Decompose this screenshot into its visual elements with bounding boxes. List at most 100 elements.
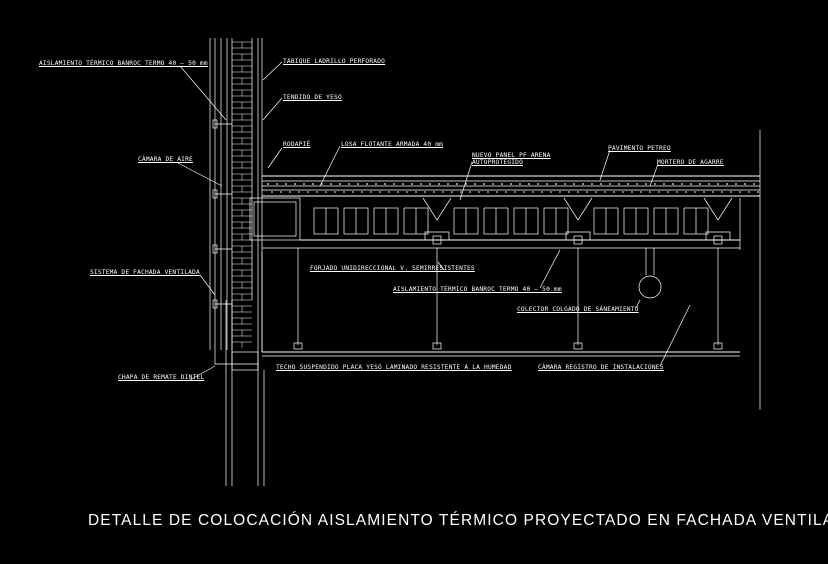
aggregate-dot — [568, 191, 570, 193]
label-camara-aire: CÁMARA DE AIRE — [138, 156, 193, 163]
aggregate-dot — [757, 191, 759, 193]
label-mortero: MORTERO DE AGARRE — [657, 159, 724, 166]
aggregate-dot — [514, 191, 516, 193]
joist-outline — [422, 197, 452, 221]
aggregate-dot — [636, 183, 638, 185]
leader — [649, 163, 659, 187]
edge-beam-inner — [253, 201, 297, 237]
joist-outline — [703, 197, 733, 221]
aggregate-dot — [348, 183, 350, 185]
aggregate-dot — [438, 183, 440, 185]
aggregate-dot — [276, 183, 278, 185]
aggregate-dot — [370, 191, 372, 193]
aggregate-dot — [505, 191, 507, 193]
label-aislamiento-top: AISLAMIENTO TÉRMICO BANROC TERMO 40 – 50… — [39, 60, 208, 67]
aggregate-dot — [415, 191, 417, 193]
aggregate-dot — [478, 191, 480, 193]
aggregate-dot — [600, 183, 602, 185]
label-panel-1: NUEVO PANEL PF ARENA — [472, 152, 551, 159]
aggregate-dot — [460, 191, 462, 193]
aggregate-dot — [672, 183, 674, 185]
leader — [319, 145, 341, 187]
hanger-clip — [713, 342, 723, 350]
joist-foot — [713, 235, 723, 245]
aggregate-dot — [334, 191, 336, 193]
aggregate-dot — [393, 183, 395, 185]
aggregate-dot — [685, 191, 687, 193]
aggregate-dot — [375, 183, 377, 185]
label-techo: TECHO SUSPENDIDO PLACA YESO LAMINADO RES… — [276, 364, 512, 371]
aggregate-dot — [298, 191, 300, 193]
leader — [175, 161, 223, 187]
leader — [189, 365, 216, 381]
aggregate-dot — [523, 191, 525, 193]
aggregate-dot — [640, 191, 642, 193]
aggregate-dot — [712, 191, 714, 193]
aggregate-dot — [289, 191, 291, 193]
aggregate-dot — [280, 191, 282, 193]
aggregate-dot — [528, 183, 530, 185]
aggregate-dot — [469, 191, 471, 193]
aggregate-dot — [325, 191, 327, 193]
aggregate-dot — [379, 191, 381, 193]
aggregate-dot — [676, 191, 678, 193]
aggregate-dot — [456, 183, 458, 185]
label-colector: COLECTOR COLGADO DE SANEAMIENTO — [517, 306, 639, 313]
aggregate-dot — [429, 183, 431, 185]
aggregate-dot — [501, 183, 503, 185]
leader — [267, 147, 283, 169]
aggregate-dot — [708, 183, 710, 185]
leader — [199, 274, 216, 296]
aggregate-dot — [699, 183, 701, 185]
aggregate-dot — [681, 183, 683, 185]
aggregate-dot — [411, 183, 413, 185]
aggregate-dot — [465, 183, 467, 185]
aggregate-dot — [303, 183, 305, 185]
label-pavimento: PAVIMENTO PETREO — [608, 145, 671, 152]
aggregate-dot — [307, 191, 309, 193]
aggregate-dot — [645, 183, 647, 185]
aggregate-dot — [420, 183, 422, 185]
aggregate-dot — [559, 191, 561, 193]
aggregate-dot — [582, 183, 584, 185]
aggregate-dot — [694, 191, 696, 193]
hanger-clip — [293, 342, 303, 350]
label-rodapie: RODAPIÉ — [283, 141, 311, 148]
edge-beam — [249, 197, 301, 241]
aggregate-dot — [730, 191, 732, 193]
hanger-clip — [432, 342, 442, 350]
label-sistema-fachada: SISTEMA DE FACHADA VENTILADA — [90, 269, 200, 276]
aggregate-dot — [631, 191, 633, 193]
joist-foot — [573, 235, 583, 245]
label-chapa: CHAPA DE REMATE DINTEL — [118, 374, 205, 381]
aggregate-dot — [397, 191, 399, 193]
label-panel-2: AUTOPROTEGIDO — [472, 159, 524, 166]
joist-base — [424, 231, 450, 240]
aggregate-dot — [555, 183, 557, 185]
aggregate-dot — [663, 183, 665, 185]
aggregate-dot — [609, 183, 611, 185]
label-forjado: FORJADO UNIDIRECCIONAL V. SEMIRRESISTENT… — [310, 265, 475, 272]
aggregate-dot — [703, 191, 705, 193]
aggregate-dot — [330, 183, 332, 185]
aggregate-dot — [573, 183, 575, 185]
aggregate-dot — [285, 183, 287, 185]
drawing-title: DETALLE DE COLOCACIÓN AISLAMIENTO TÉRMIC… — [88, 512, 828, 529]
aggregate-dot — [316, 191, 318, 193]
aggregate-dot — [564, 183, 566, 185]
aggregate-dot — [312, 183, 314, 185]
aggregate-dot — [690, 183, 692, 185]
leader — [437, 261, 445, 271]
aggregate-dot — [591, 183, 593, 185]
lintel-flashing — [214, 350, 259, 370]
aggregate-dot — [658, 191, 660, 193]
aggregate-dot — [271, 191, 273, 193]
joist-base — [705, 231, 731, 240]
aggregate-dot — [618, 183, 620, 185]
aggregate-dot — [474, 183, 476, 185]
joist-foot — [432, 235, 442, 245]
aggregate-dot — [496, 191, 498, 193]
aggregate-dot — [586, 191, 588, 193]
aggregate-dot — [613, 191, 615, 193]
